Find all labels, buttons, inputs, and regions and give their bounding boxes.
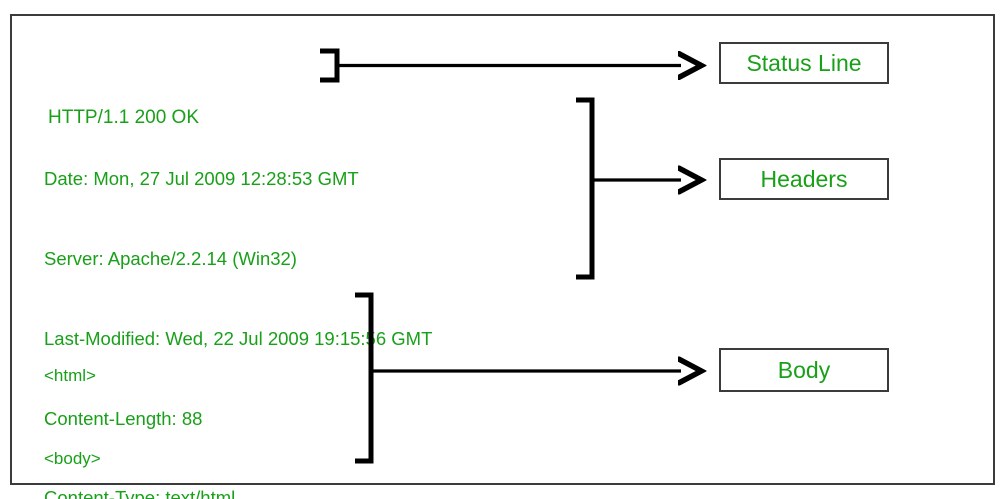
label-box-status-line: Status Line — [719, 42, 889, 84]
label-box-body-text: Body — [777, 356, 831, 383]
header-row-last-modified: Last-Modified: Wed, 22 Jul 2009 19:15:56… — [44, 327, 433, 349]
diagram-frame — [10, 14, 995, 485]
status-line-row: HTTP/1.1 200 OK — [48, 107, 200, 128]
header-row-date: Date: Mon, 27 Jul 2009 12:28:53 GMT — [44, 168, 359, 190]
header-row-content-length: Content-Length: 88 — [44, 407, 203, 429]
body-row-body-open: <body> — [44, 448, 101, 468]
header-row-content-type: Content-Type: text/html — [44, 487, 236, 499]
label-box-headers: Headers — [719, 158, 889, 200]
label-box-headers-text: Headers — [760, 165, 848, 192]
body-row-html-open: <html> — [44, 366, 96, 385]
header-row-server: Server: Apache/2.2.14 (Win32) — [44, 247, 297, 269]
headers-text: Date: Mon, 27 Jul 2009 12:28:53 GMT Serv… — [44, 113, 432, 499]
body-text: <html> <body> <h1>Hello, World!</h1> </b… — [44, 307, 223, 499]
label-box-status-line-text: Status Line — [746, 49, 862, 76]
label-box-body: Body — [719, 348, 889, 392]
status-line-text: HTTP/1.1 200 OK — [48, 53, 199, 183]
